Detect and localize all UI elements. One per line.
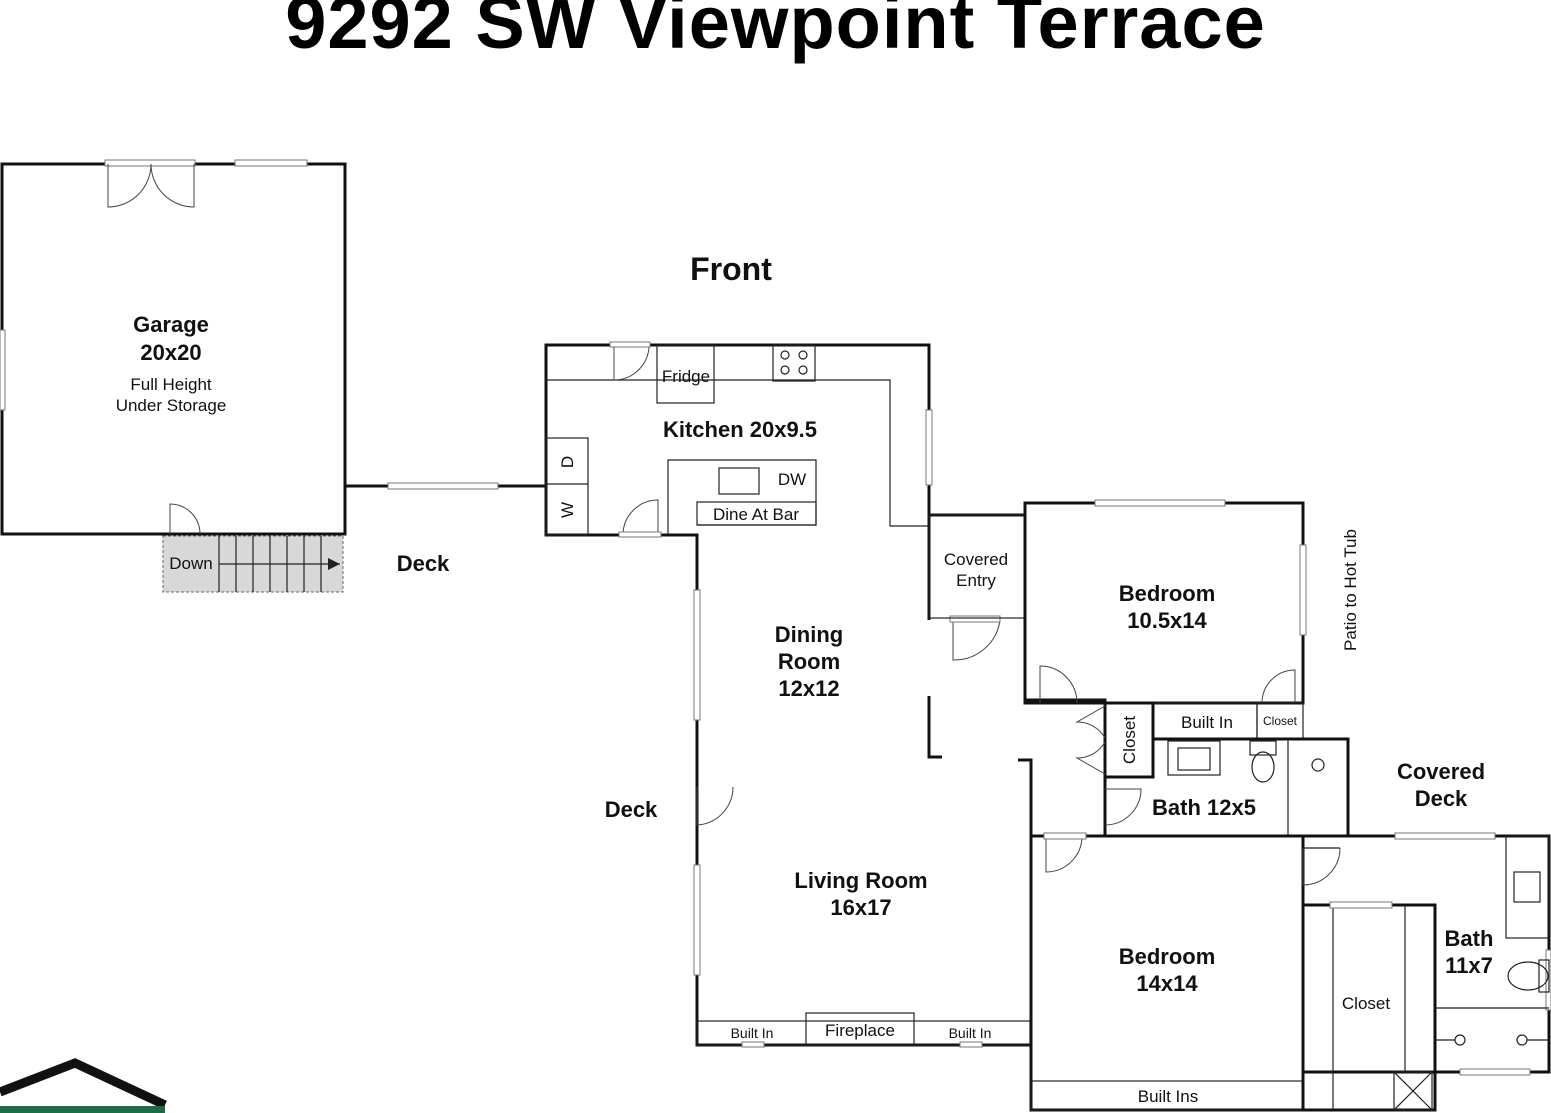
living-label-1: Living Room — [794, 868, 927, 893]
bedroom-1-builtin-label: Built In — [1181, 713, 1233, 732]
garage-note-2: Under Storage — [116, 396, 227, 415]
down-label: Down — [169, 554, 212, 573]
deck-mid-label: Deck — [605, 797, 658, 822]
patio-label: Patio to Hot Tub — [1341, 529, 1360, 651]
covered-entry-label-1: Covered — [944, 550, 1008, 569]
bedroom-1: Bedroom 10.5x14 Patio to Hot Tub Built I… — [1023, 499, 1360, 740]
bedroom-2-size: 14x14 — [1136, 971, 1198, 996]
walk-in-closet: Closet — [1301, 901, 1437, 1112]
stairs: Down — [162, 535, 344, 593]
builtin-right-label: Built In — [949, 1025, 992, 1041]
dining-label-1: Dining — [775, 622, 843, 647]
bedroom-2-label: Bedroom — [1119, 944, 1216, 969]
living-label-2: 16x17 — [830, 895, 891, 920]
bath-1-room — [1103, 737, 1350, 838]
logo — [0, 1058, 167, 1113]
builtin-left-label: Built In — [731, 1025, 774, 1041]
closet-big-label: Closet — [1342, 994, 1390, 1013]
fireplace-label: Fireplace — [825, 1021, 895, 1040]
garage-door-right — [150, 163, 195, 208]
walkway — [345, 482, 546, 490]
dining-living: Dining Room 12x12 Living Room 16x17 Fire… — [693, 515, 1033, 1048]
kitchen-label: Kitchen 20x9.5 — [663, 417, 817, 442]
kitchen: Fridge D W DW Dine At Bar Kitchen 20x9.5 — [545, 341, 933, 538]
garage-side-door — [169, 503, 201, 535]
fireplace — [805, 1012, 915, 1046]
sink — [718, 467, 760, 495]
dining-label-2: Room — [778, 649, 840, 674]
garage-door-left — [107, 163, 152, 208]
deck-left-label: Deck — [397, 551, 450, 576]
front-label: Front — [690, 251, 772, 287]
dryer-label: D — [558, 456, 577, 468]
dw-label: DW — [778, 470, 806, 489]
garage: Garage 20x20 Full Height Under Storage — [0, 159, 347, 536]
bath-2-room — [1301, 834, 1551, 1074]
stove — [772, 344, 816, 382]
washer-label: W — [558, 502, 577, 518]
garage-size: 20x20 — [140, 340, 201, 365]
bedroom-1-label: Bedroom — [1119, 581, 1216, 606]
small-closet-label: Closet — [1263, 714, 1298, 728]
page-title: 9292 SW Viewpoint Terrace — [285, 0, 1266, 64]
bedroom-1-size: 10.5x14 — [1127, 608, 1207, 633]
garage-note-1: Full Height — [130, 375, 212, 394]
bath-2: Bath 11x7 — [1301, 832, 1551, 1076]
covered-entry: Covered Entry — [928, 514, 1026, 619]
garage-window — [104, 159, 196, 167]
garage-label: Garage — [133, 312, 209, 337]
fridge-label: Fridge — [662, 367, 710, 386]
bath-1-label: Bath 12x5 — [1152, 795, 1256, 820]
access-hatch — [1393, 1071, 1433, 1111]
hall-closet-label: Closet — [1120, 716, 1139, 764]
bedroom-2-builtins-label: Built Ins — [1138, 1087, 1198, 1106]
fridge — [656, 344, 715, 404]
hall-closet: Closet — [1075, 701, 1155, 779]
dining-label-3: 12x12 — [778, 676, 839, 701]
bath-2-label: Bath — [1445, 926, 1494, 951]
bath-1: Bath 12x5 — [1103, 737, 1350, 838]
bedroom-2: Built Ins Bedroom 14x14 — [1029, 832, 1305, 1112]
bath-2-size: 11x7 — [1445, 953, 1493, 978]
covered-entry-label-2: Entry — [956, 571, 996, 590]
covered-deck-label-1: Covered — [1397, 759, 1485, 784]
dine-bar-label: Dine At Bar — [713, 505, 799, 524]
washer-dryer — [545, 437, 589, 536]
covered-deck-label-2: Deck — [1415, 786, 1468, 811]
